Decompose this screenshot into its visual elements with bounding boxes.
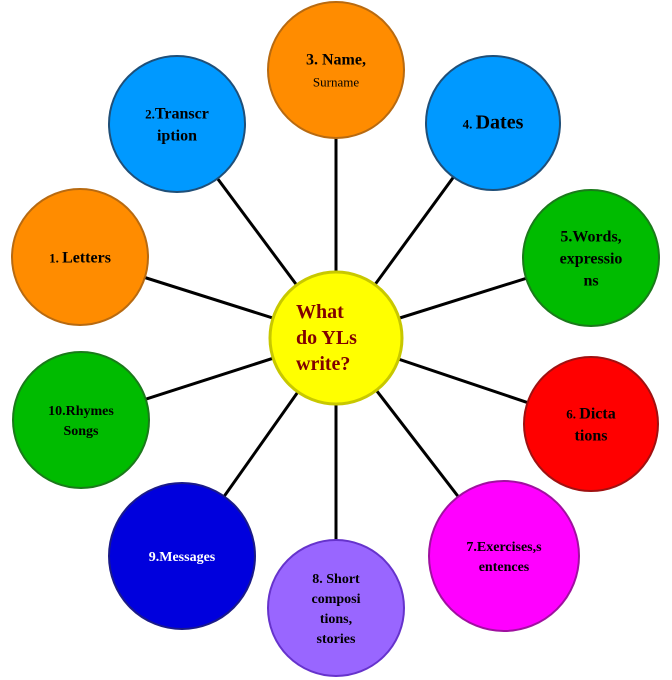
node-label: 1. Letters [49,250,111,267]
node-label-segment: tions, [320,612,352,627]
node-circle-transcription [108,55,246,193]
node-label-segment: 5.Words, [560,229,621,246]
node-label: Surname [313,75,359,90]
center-label-line: What [296,301,344,323]
node-letters: 1. Letters [11,188,149,326]
node-label: 5.Words, [560,229,621,246]
node-circle-messages [108,482,256,630]
node-label: 4. Dates [463,112,524,134]
node-label: 7.Exercises,s [466,540,542,555]
node-label-segment: 6. [566,407,579,422]
center-circle [268,270,404,406]
node-label-segment: Dates [476,112,524,134]
node-label-segment: tions [575,428,608,445]
node-label-segment: 1. [49,251,62,266]
node-label-segment: Dicta [579,406,615,423]
node-label: 9.Messages [149,550,216,565]
node-label-segment: 10.Rhymes [48,404,114,419]
node-label: Songs [63,424,99,439]
node-label: iption [157,128,197,145]
center-label-line: do YLs [296,327,357,349]
node-label: 2.Transcr [145,106,209,123]
node-label: 8. Short [312,572,360,587]
center-label-line: write? [296,353,350,375]
node-label-segment: Songs [63,424,99,439]
node-label-segment: 3. [306,52,322,69]
node-circle-rhymes [12,351,150,489]
node-label-segment: stories [317,632,356,647]
node-label-segment: iption [157,128,197,145]
node-label-segment: 7.Exercises,s [466,540,542,555]
node-label-segment: ns [583,273,598,290]
node-exercises: 7.Exercises,s entences [428,480,580,632]
node-short-comp: 8. Short composi tions, stories [267,539,405,677]
node-circle-exercises [428,480,580,632]
node-label-segment: 9.Messages [149,550,216,565]
node-circle-words [522,189,660,327]
node-messages: 9.Messages [108,482,256,630]
node-label-segment: Letters [62,250,111,267]
node-label-segment: 8. Short [312,572,360,587]
node-name-surname: 3. Name, Surname [267,1,405,139]
node-label-segment: composi [312,592,361,607]
node-label: tions, [320,612,352,627]
node-label-segment: Name, [322,52,366,69]
node-dates: 4. Dates [425,55,561,191]
node-label-segment: Surname [313,75,359,90]
node-dictations: 6. Dicta tions [523,356,659,492]
node-label: 6. Dicta [566,406,615,423]
node-label: 10.Rhymes [48,404,114,419]
node-label-segment: expressio [560,251,623,268]
nodes: 1. Letters 2.Transcr iption 3. Name, Surname… [11,1,660,677]
node-words: 5.Words, expressio ns [522,189,660,327]
node-label: stories [317,632,356,647]
node-label-segment: entences [479,560,530,575]
node-label: 3. Name, [306,52,366,69]
node-transcription: 2.Transcr iption [108,55,246,193]
center-node: What do YLs write? [268,270,404,406]
node-label: entences [479,560,530,575]
node-circle-letters [11,188,149,326]
node-label: composi [312,592,361,607]
node-label-segment: Transcr [155,106,209,123]
node-label: expressio [560,251,623,268]
node-circle-dictations [523,356,659,492]
node-circle-name-surname [267,1,405,139]
node-label-segment: 4. [463,117,476,132]
node-circle-dates [425,55,561,191]
node-label: tions [575,428,608,445]
node-label: ns [583,273,598,290]
node-circle-short-comp [267,539,405,677]
node-label-segment: 2. [145,107,155,122]
